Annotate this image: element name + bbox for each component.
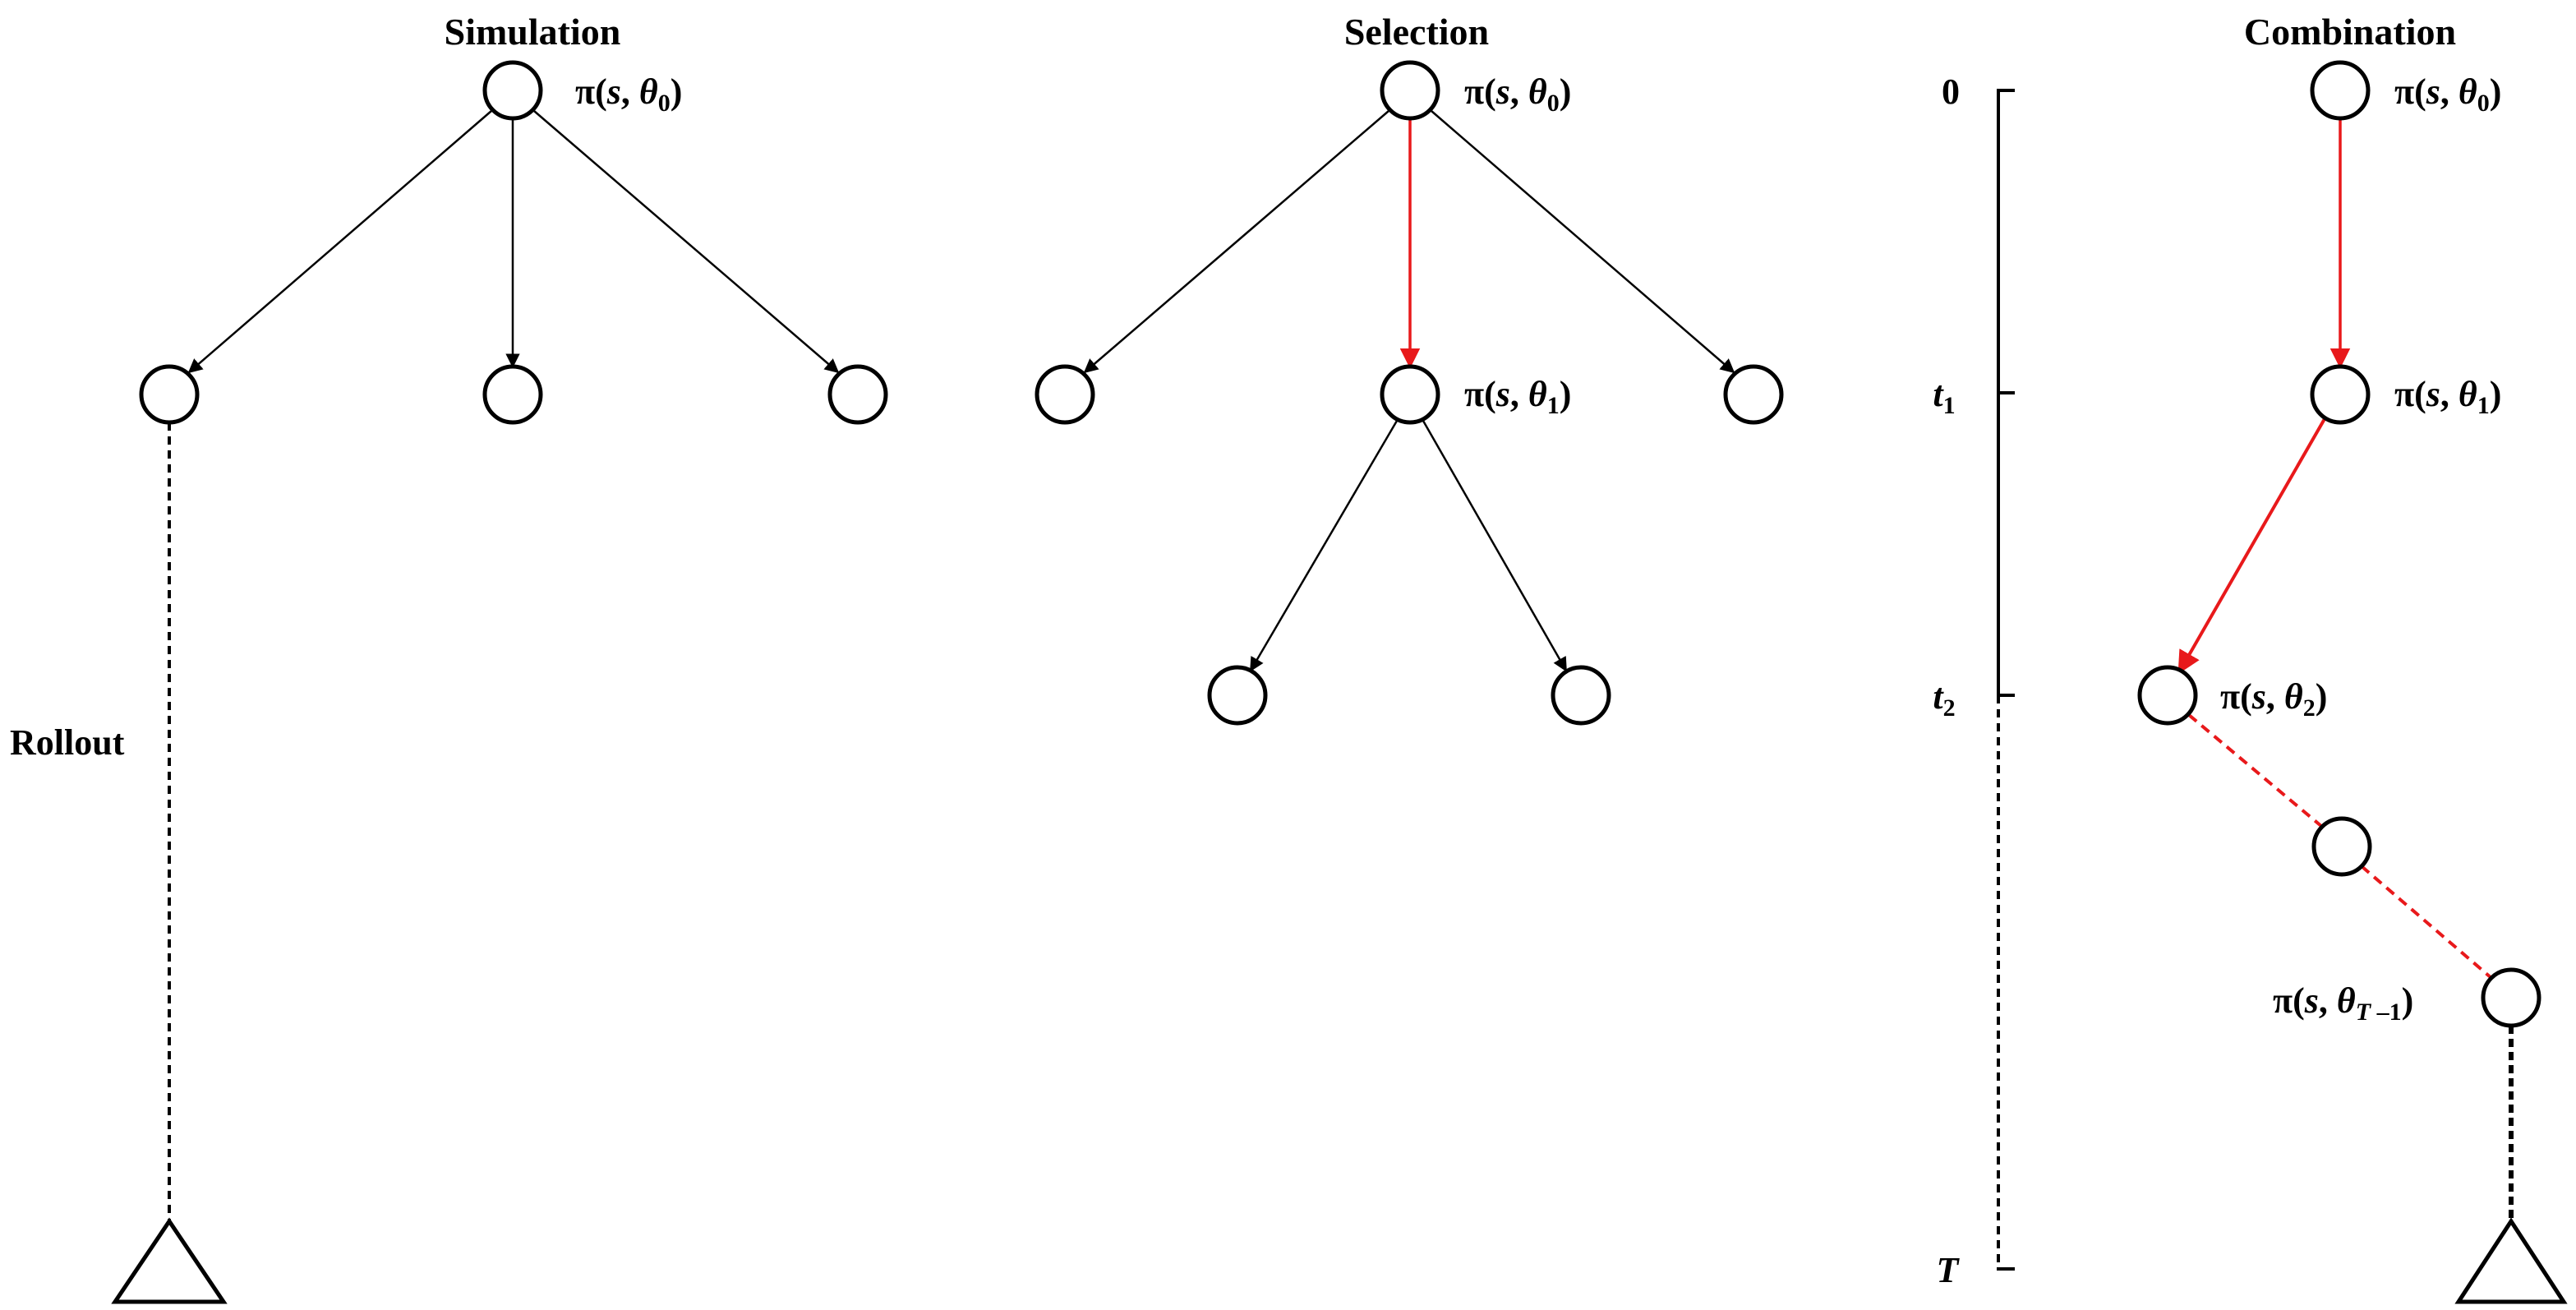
sim-child-node-middle (482, 364, 543, 425)
comb-node-4 (2481, 967, 2541, 1028)
sel-child-node-middle (1380, 364, 1440, 425)
selection-title: Selection (1344, 11, 1489, 53)
rollout-label: Rollout (10, 722, 125, 763)
sel-edge-mid-left (1249, 420, 1399, 672)
comb-node-0 (2310, 60, 2371, 121)
selection-panel: Selection π(s, θ0) π(s, θ1) (1035, 11, 1784, 726)
sim-edge-root-right (533, 110, 840, 374)
tick-0-label: 0 (1942, 71, 1960, 112)
comb-node-2 (2137, 665, 2198, 726)
sel-edge-mid-right (1422, 420, 1568, 672)
sel-child-node-right (1723, 364, 1784, 425)
comb-node-1-policy-label: π(s, θ1) (2394, 374, 2501, 419)
comb-terminal-triangle (2454, 1217, 2568, 1304)
sim-root-policy-label: π(s, θ0) (575, 71, 682, 117)
sel-middle-policy-label: π(s, θ1) (1464, 374, 1571, 419)
sel-grandchild-node-left (1207, 665, 1268, 726)
sel-grandchild-node-right (1551, 665, 1611, 726)
comb-edge-2-3-dashed (2187, 713, 2324, 828)
sel-edge-root-right (1431, 110, 1735, 374)
sim-terminal-triangle (111, 1217, 228, 1304)
sel-root-node (1380, 60, 1440, 121)
tick-t1-label: t1 (1933, 374, 1955, 419)
sim-child-node-right (827, 364, 888, 425)
comb-node-0-policy-label: π(s, θ0) (2394, 71, 2501, 117)
tick-t2-label: t2 (1933, 676, 1955, 722)
simulation-title: Simulation (445, 11, 621, 53)
sel-root-policy-label: π(s, θ0) (1464, 71, 1571, 117)
sim-root-node (482, 60, 543, 121)
comb-node-1 (2310, 364, 2371, 425)
combination-title: Combination (2244, 11, 2456, 53)
comb-edge-1-2 (2177, 417, 2327, 675)
sel-child-node-left (1035, 364, 1095, 425)
comb-node-4-policy-label: π(s, θT –1) (2273, 980, 2413, 1026)
time-axis: 0 t1 t2 T (1933, 71, 2015, 1290)
comb-edge-3-4-dashed (2360, 865, 2493, 980)
sim-child-node-left (139, 364, 200, 425)
sel-edge-root-left (1083, 110, 1389, 374)
simulation-panel: Simulation Rollout π(s, θ0) (10, 11, 888, 1304)
combination-panel: Combination π(s, θ0) π(s, θ1) π(s, θ2) π… (2137, 11, 2568, 1304)
sim-edge-root-left (187, 110, 492, 374)
comb-node-3 (2311, 816, 2372, 877)
comb-node-2-policy-label: π(s, θ2) (2220, 676, 2327, 722)
tick-T-label: T (1937, 1250, 1961, 1290)
